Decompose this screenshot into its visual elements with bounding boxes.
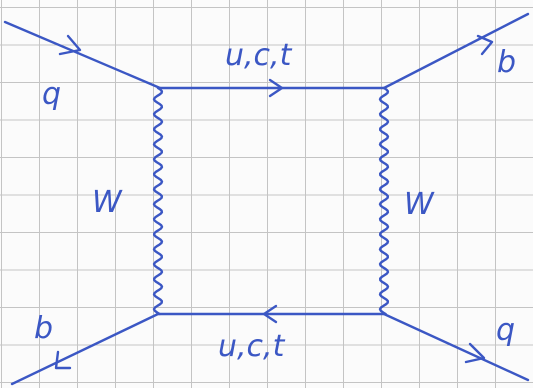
label-w-boson-right: W: [404, 187, 435, 222]
label-q-incoming-top: q: [42, 77, 61, 112]
incoming-q-line-bottom-right: [382, 312, 530, 382]
arrow-icon-internal-bottom: [262, 304, 278, 324]
arrow-icon-b-outgoing-top: [476, 34, 494, 56]
w-boson-propagator-right: [378, 86, 390, 316]
label-internal-quarks-top: u,c,t: [225, 38, 293, 73]
w-boson-propagator-left: [152, 86, 164, 316]
arrow-icon-internal-top: [268, 78, 284, 98]
label-q-incoming-bottom: q: [496, 313, 515, 348]
arrow-icon-b-outgoing-bottom: [54, 350, 72, 370]
arrow-icon-q-incoming-bottom: [464, 342, 486, 364]
arrow-icon-q-incoming-top: [58, 34, 82, 56]
label-w-boson-left: W: [92, 185, 123, 220]
label-b-outgoing-top: b: [497, 45, 516, 80]
label-internal-quarks-bottom: u,c,t: [218, 329, 286, 364]
outgoing-b-line-top-right: [382, 12, 530, 90]
outgoing-b-line-bottom-left: [10, 312, 160, 386]
label-b-outgoing-bottom: b: [34, 311, 53, 346]
incoming-q-line-top-left: [3, 20, 162, 90]
